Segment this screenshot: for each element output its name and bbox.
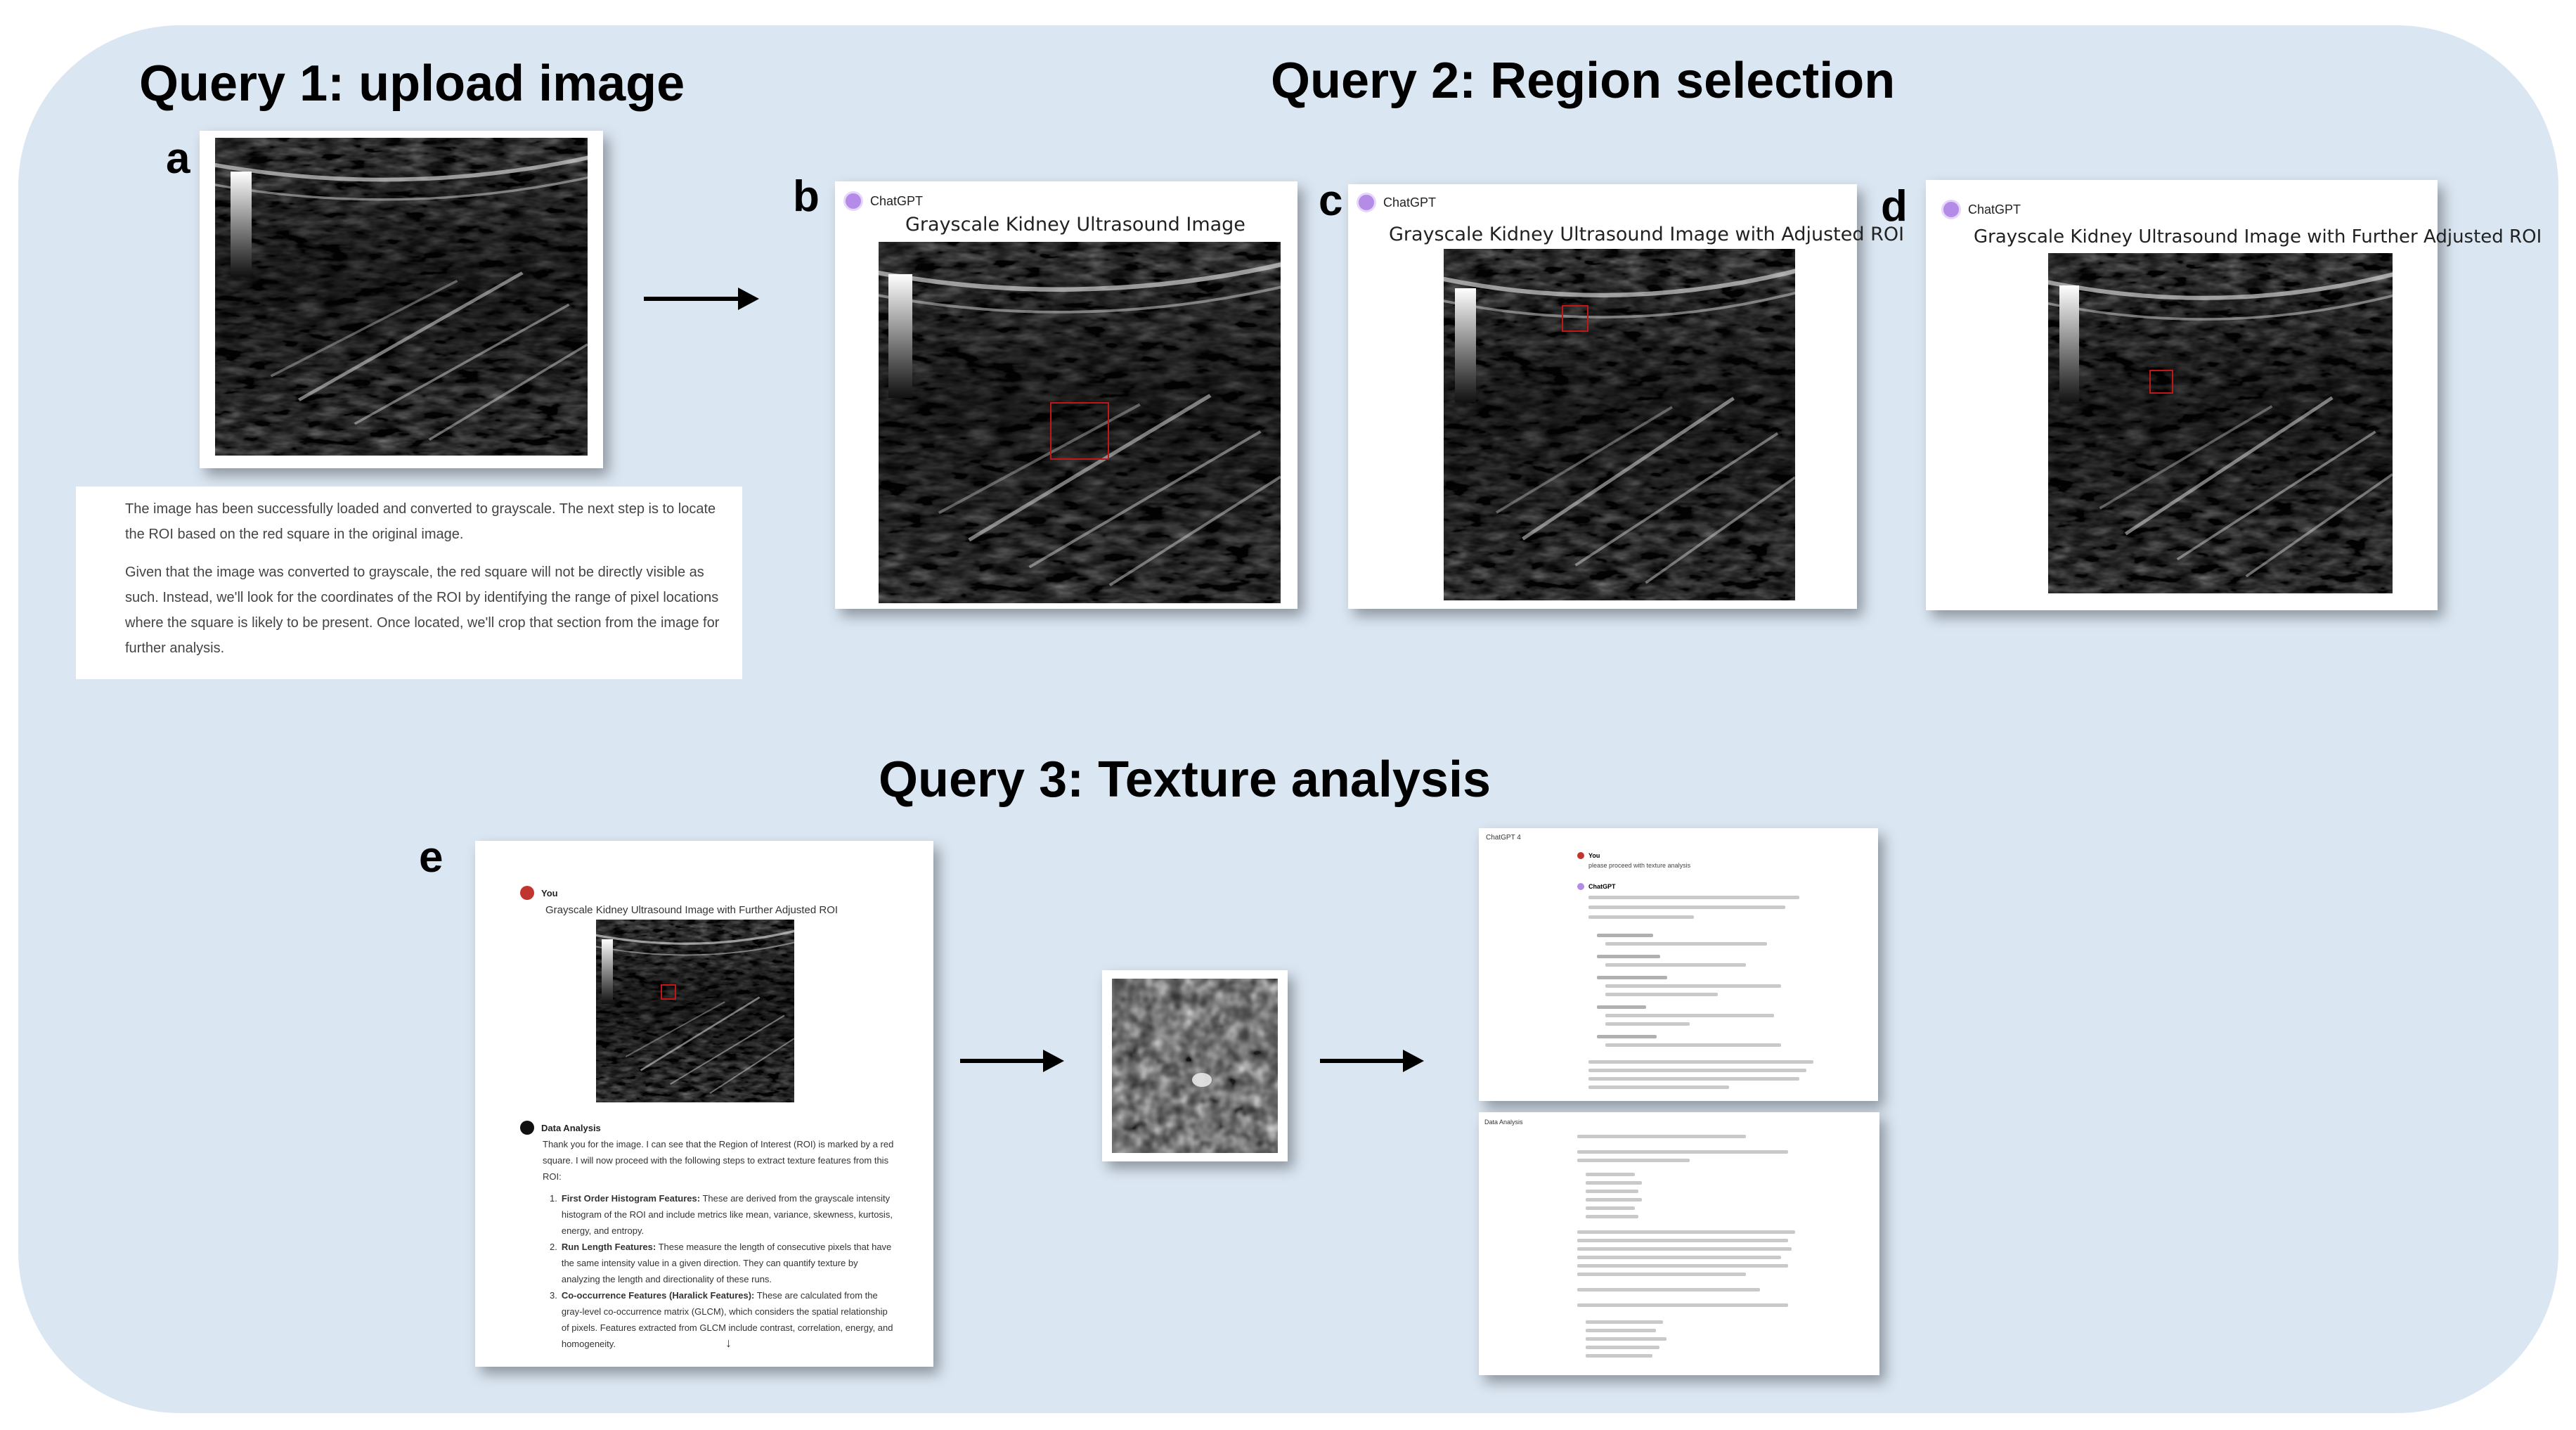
query2-title: Query 2: Region selection: [1271, 53, 1896, 109]
grayscale-bar: [1455, 288, 1476, 402]
steps-list: 1.First Order Histogram Features: These …: [543, 1190, 894, 1352]
chatgpt-header: ChatGPT: [1577, 883, 1616, 890]
chatgpt-avatar-icon: [843, 191, 863, 211]
panel-b-title: Grayscale Kidney Ultrasound Image: [905, 214, 1245, 236]
chatgpt-header: ChatGPT: [1941, 200, 2021, 219]
panel-e-image-title: Grayscale Kidney Ultrasound Image with F…: [545, 904, 839, 916]
response-paragraph-2: Given that the image was converted to gr…: [125, 565, 720, 656]
panel-c-title: Grayscale Kidney Ultrasound Image with A…: [1389, 224, 1905, 245]
grayscale-bar: [2059, 285, 2079, 404]
arrow-e-to-roi: [960, 1050, 1064, 1072]
you-header: You: [520, 886, 558, 900]
you-header: You: [1577, 852, 1600, 859]
panel-a-uploaded-image: [200, 131, 603, 468]
ultrasound-image: [596, 920, 794, 1102]
arrow-a-to-b: [644, 288, 759, 310]
ultrasound-image: [1444, 249, 1795, 600]
query1-title: Query 1: upload image: [139, 56, 685, 112]
ultrasound-image: [2048, 253, 2393, 593]
query3-title: Query 3: Texture analysis: [879, 752, 1491, 808]
list-item: 1.First Order Histogram Features: These …: [550, 1193, 893, 1236]
label-b: b: [793, 172, 820, 221]
roi-square: [661, 984, 676, 1000]
grayscale-bar: [231, 172, 252, 277]
panel-b: ChatGPT Grayscale Kidney Ultrasound Imag…: [835, 181, 1297, 609]
user-avatar-icon: [1577, 852, 1584, 859]
roi-texture: [1112, 979, 1278, 1153]
list-item: 2.Run Length Features: These measure the…: [550, 1242, 892, 1284]
panel-d-title: Grayscale Kidney Ultrasound Image with F…: [1974, 226, 2542, 247]
you-message: please proceed with texture analysis: [1588, 862, 1691, 869]
chatgpt-avatar-icon: [1357, 193, 1376, 212]
assistant-avatar-icon: [520, 1121, 534, 1135]
panel-d: ChatGPT Grayscale Kidney Ultrasound Imag…: [1926, 180, 2542, 610]
roi-square: [1050, 402, 1109, 460]
result-header: Data Analysis: [1484, 1119, 1523, 1126]
response-paragraph-1: The image has been successfully loaded a…: [125, 501, 716, 542]
user-avatar-icon: [520, 886, 534, 900]
data-analysis-text: Thank you for the image. I can see that …: [543, 1136, 894, 1352]
label-d: d: [1881, 182, 1908, 231]
label-a: a: [166, 134, 190, 183]
grayscale-bar: [602, 939, 613, 1004]
chatgpt-header: ChatGPT: [843, 191, 923, 211]
list-item: 3.Co-occurrence Features (Haralick Featu…: [550, 1290, 893, 1349]
analysis-intro: Thank you for the image. I can see that …: [543, 1139, 894, 1182]
chatgpt-avatar-icon: [1941, 200, 1961, 219]
roi-square: [1562, 305, 1588, 332]
texture-result-panel: ChatGPT 4 You please proceed with textur…: [1479, 828, 1878, 1101]
arrow-roi-to-results: [1320, 1050, 1424, 1072]
ultrasound-image: [215, 138, 588, 456]
roi-square: [2149, 370, 2173, 394]
scroll-down-icon[interactable]: ↓: [725, 1336, 732, 1350]
chatgpt-header: ChatGPT: [1357, 193, 1436, 212]
grayscale-bar: [888, 274, 912, 398]
panel-e: You Grayscale Kidney Ultrasound Image wi…: [475, 841, 933, 1367]
label-c: c: [1319, 176, 1343, 225]
data-analysis-header: Data Analysis: [520, 1121, 601, 1135]
panel-c: ChatGPT Grayscale Kidney Ultrasound Imag…: [1348, 184, 1904, 609]
cropped-roi-image: [1102, 970, 1288, 1161]
result-header: ChatGPT 4: [1486, 834, 1521, 842]
run-length-result-panel: Data Analysis: [1479, 1112, 1879, 1375]
query1-response: The image has been successfully loaded a…: [76, 487, 742, 679]
chatgpt-avatar-icon: [1577, 883, 1584, 890]
label-e: e: [419, 833, 444, 882]
ultrasound-image: [879, 242, 1281, 603]
